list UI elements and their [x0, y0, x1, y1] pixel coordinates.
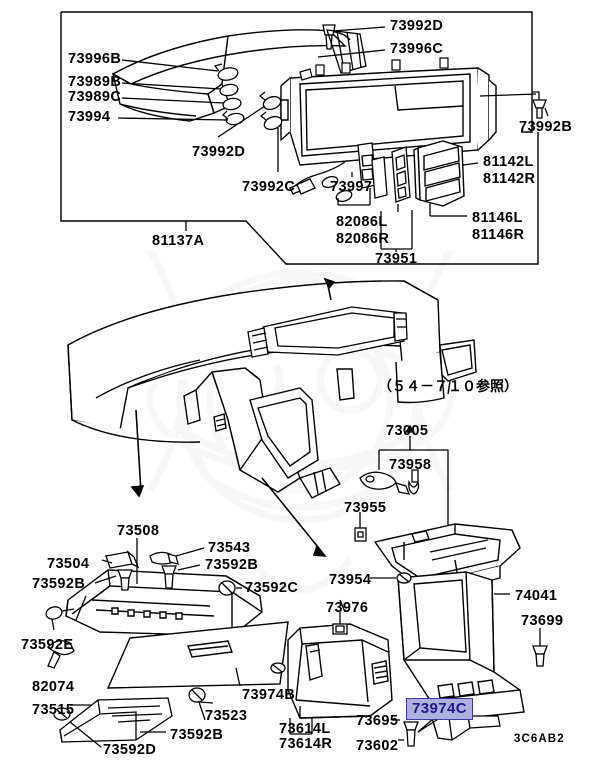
- part-floor-console: [183, 367, 342, 499]
- leader-lines-switches: [380, 162, 479, 252]
- part-label-73992c: 73992C: [242, 179, 296, 195]
- group-box-81137a: [60, 11, 539, 265]
- part-label-73515: 73515: [32, 702, 75, 718]
- leader-cluster-right: [479, 93, 537, 97]
- part-label-73695: 73695: [356, 713, 399, 729]
- part-label-73996b: 73996B: [68, 51, 122, 67]
- part-label-73992b: 73992B: [519, 119, 573, 135]
- part-label-73958: 73958: [389, 457, 432, 473]
- leader-73992dc: [217, 105, 279, 172]
- part-label-73974b: 73974B: [242, 687, 296, 703]
- part-console-tray-73005: [373, 523, 521, 597]
- part-label-73994: 73994: [68, 109, 111, 125]
- part-label-74041: 74041: [515, 588, 558, 604]
- arrow-glovebox-down: [130, 409, 145, 498]
- part-label-73614l: 73614L: [279, 721, 331, 737]
- part-label-73592b-2: 73592B: [32, 576, 86, 592]
- leader-lines-upper-right: [317, 26, 386, 58]
- part-label-73602: 73602: [356, 738, 399, 754]
- part-73699-bolt: [532, 628, 548, 667]
- reference-note: （５４－７１０参照）: [378, 379, 518, 395]
- part-label-73992d-top: 73992D: [390, 18, 444, 34]
- part-73602-bolt: [398, 721, 419, 747]
- part-label-81146r: 81146R: [472, 227, 525, 243]
- part-console-body-74041: [397, 571, 525, 719]
- part-label-73955: 73955: [344, 500, 387, 516]
- leader-lines-upper-left: [117, 59, 229, 121]
- part-label-73592c: 73592C: [245, 580, 299, 596]
- leader-lines-glovebox: [51, 538, 242, 748]
- part-label-73951: 73951: [375, 251, 418, 267]
- part-label-73523: 73523: [205, 708, 248, 724]
- part-label-73989b: 73989B: [68, 74, 122, 90]
- part-striker-73515: [59, 697, 173, 743]
- part-label-73592b-3: 73592B: [170, 727, 224, 743]
- part-label-73592b-1: 73592B: [205, 557, 259, 573]
- part-label-73997: 73997: [330, 179, 373, 195]
- part-label-81142r: 81142R: [483, 171, 536, 187]
- part-bolt-73992b: [532, 91, 549, 119]
- part-switch-bezel-81142: [413, 140, 465, 207]
- part-label-73996c: 73996C: [390, 41, 444, 57]
- part-fasteners-glovebox: [45, 550, 236, 721]
- part-glovebox-housing-73508: [65, 569, 263, 637]
- part-label-73699: 73699: [521, 613, 564, 629]
- part-label-82074: 82074: [32, 679, 75, 695]
- part-label-82086l: 82086L: [336, 214, 388, 230]
- part-side-trim-right: [439, 339, 477, 395]
- arrow-cluster-up: [323, 277, 336, 301]
- leader-73997: [337, 172, 371, 206]
- part-label-81142l: 81142L: [483, 154, 534, 170]
- drawing-code: 3C6AB2: [514, 733, 565, 745]
- part-glovebox-lid-73974b: [106, 621, 289, 689]
- part-label-73508: 73508: [117, 523, 160, 539]
- part-73958-clip: [408, 469, 420, 495]
- part-label-73504: 73504: [47, 556, 90, 572]
- part-clips-upper: [213, 63, 245, 126]
- part-73974b-clip: [270, 662, 286, 674]
- part-73976-clip: [332, 612, 348, 635]
- group-box-73005: [378, 424, 449, 545]
- highlighted-part-number[interactable]: 73974C: [406, 698, 473, 720]
- part-label-73543: 73543: [208, 540, 251, 556]
- part-label-73614r: 73614R: [279, 736, 333, 752]
- part-cluster-harness: [289, 142, 388, 203]
- part-switch-strip-82086: [391, 146, 411, 203]
- part-label-73005: 73005: [386, 423, 429, 439]
- part-label-73976: 73976: [326, 600, 369, 616]
- part-label-73992d-mid: 73992D: [192, 144, 246, 160]
- part-label-81146l: 81146L: [472, 210, 523, 226]
- part-73954-screw: [370, 572, 412, 584]
- part-bolts-73992dc: [258, 91, 283, 131]
- part-lower-panel-73614: [287, 623, 393, 719]
- part-center-vent: [247, 306, 408, 358]
- part-label-73954: 73954: [329, 572, 372, 588]
- part-label-81137a: 81137A: [152, 233, 205, 249]
- part-label-73989c: 73989C: [68, 89, 122, 105]
- part-label-73592d: 73592D: [103, 742, 157, 758]
- part-cluster-tabs: [299, 57, 449, 81]
- part-label-73592e: 73592E: [21, 637, 74, 653]
- part-73955-clip: [354, 512, 367, 542]
- part-instrument-cluster-81137a: [280, 67, 497, 166]
- arrow-console-down: [261, 477, 327, 557]
- part-label-82086r: 82086R: [336, 231, 390, 247]
